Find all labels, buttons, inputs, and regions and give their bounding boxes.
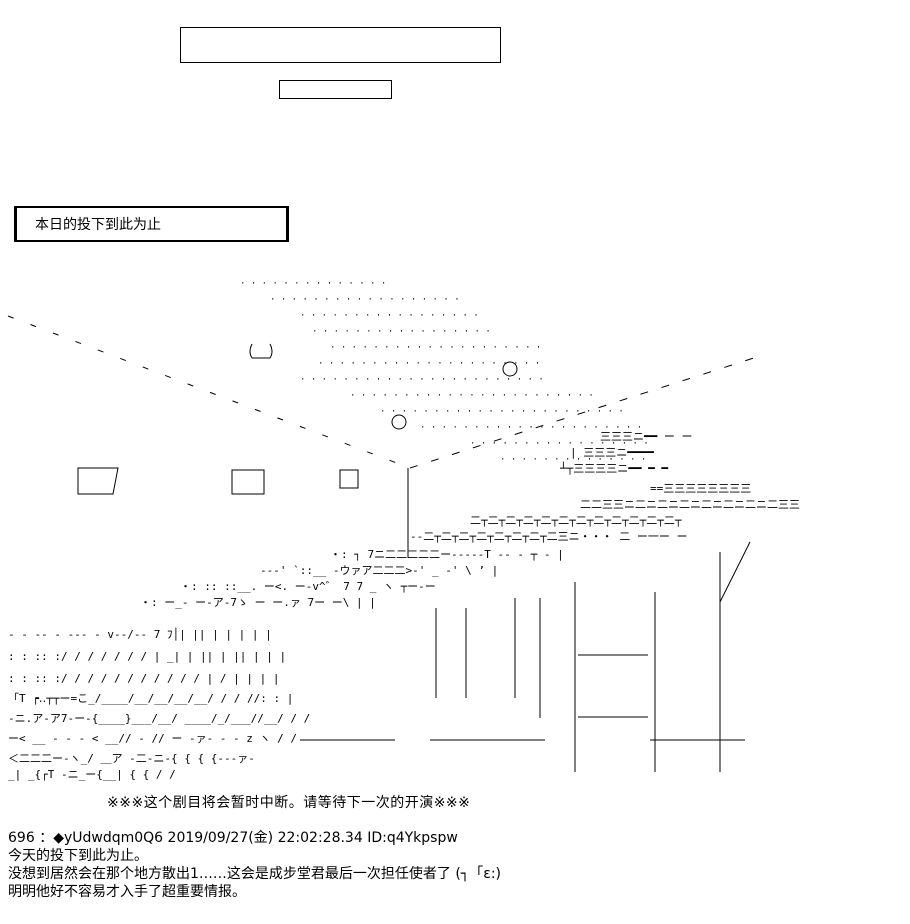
svg-text:‐‐‐' `::__ ‐ウァア二二二>‐' _ ‐': ‐‐‐' `::__ ‐ウァア二二二>‐' _ ‐' \ ’ | bbox=[260, 564, 498, 577]
svg-text:: : :: :/ / / / / / / /: : : :: :/ / / / / / / / / / / | / | | | … bbox=[8, 672, 280, 685]
post-separator: ： bbox=[39, 830, 54, 846]
svg-text:| 三三三ニ━━━━: | 三三三ニ━━━━ bbox=[570, 446, 654, 459]
svg-text:‐‐二┬二┬二┬二┬二┬二┬二┬二三ニ・・・ 二 ー一ー ー: ‐‐二┬二┬二┬二┬二┬二┬二┬二三ニ・・・ 二 ー一ー ー bbox=[410, 530, 687, 543]
forum-post: 696 ：◆yUdwdqm0Q6 2019/09/27(金) 22:02:28.… bbox=[8, 829, 501, 901]
svg-text:: : :: :/ / / / / / / |: : : :: :/ / / / / / / | _| | || | || | |… bbox=[8, 650, 286, 663]
post-body-line: 明明他好不容易才入手了超重要情报。 bbox=[8, 884, 246, 900]
svg-text:· · · · · · · · · · · · · · ·: · · · · · · · · · · · · · · · · · bbox=[470, 439, 649, 449]
svg-text:‐ ‐ ‐‐ ‐ ‐‐‐ ‐ v‐‐/‐‐ 7 ﾌ│|: ‐ ‐ ‐‐ ‐ ‐‐‐ ‐ v‐‐/‐‐ 7 ﾌ│| || | | | | | bbox=[8, 627, 272, 641]
svg-text:· · · · · · · · · · · · · · ·: · · · · · · · · · · · · · · · · · · · · … bbox=[420, 423, 642, 433]
caption-box: 本日的投下到此为止 bbox=[14, 206, 289, 242]
interruption-notice: ※※※这个剧目将会暂时中断。请等待下一次的开演※※※ bbox=[107, 795, 471, 811]
post-id: ID:q4Ykpspw bbox=[367, 830, 458, 846]
foreground-roofs: ‐ ‐ ‐‐ ‐ ‐‐‐ ‐ v‐‐/‐‐ 7 ﾌ│| || | | | | |… bbox=[8, 627, 310, 781]
svg-text:┴┬三三三三ニ━━ ━ ━: ┴┬三三三三ニ━━ ━ ━ bbox=[559, 461, 668, 475]
subtitle-frame bbox=[279, 80, 392, 99]
svg-text:「T ┍‥┬┬ー=こ_/____/__/__/__/__/: 「T ┍‥┬┬ー=こ_/____/__/__/__/__/ / / //: : … bbox=[8, 692, 293, 705]
svg-text:・: :: ::__. ー<. ー‐v^゛ 7 7: ・: :: ::__. ー<. ー‐v^゛ 7 7 _ ヽ ┬ー‐ー bbox=[180, 580, 436, 593]
post-body-line: 没想到居然会在那个地方散出1……这会是成步堂君最后一次担任使者了 (┐「ε:) bbox=[8, 866, 501, 882]
svg-text:· · · · · · · · · · · · · ·: · · · · · · · · · · · · · · · · · · · · … bbox=[380, 407, 624, 417]
svg-text:· · · · · · ·: · · · · · · · · · · · · · · bbox=[240, 279, 386, 289]
ascii-art-scene: · · · · · · · · · · · · · · · · · · · · … bbox=[7, 279, 800, 781]
svg-text:三三三ニ━━ ー ー: 三三三ニ━━ ー ー bbox=[600, 430, 693, 443]
post-number: 696 bbox=[8, 830, 35, 846]
moon-circles bbox=[249, 343, 518, 430]
distant-houses bbox=[77, 467, 409, 558]
village-structures bbox=[300, 541, 751, 772]
sky-dots: · · · · · · · · · · · · · · · · · · · · … bbox=[240, 279, 649, 465]
svg-text:二┬二┬二┬二┬二┬二┬二┬二┬二┬二┬二┬二┬: 二┬二┬二┬二┬二┬二┬二┬二┬二┬二┬二┬二┬ bbox=[470, 514, 682, 527]
svg-text:· · · · · · · · · · · ·: · · · · · · · · · · · · · · · · · · · · … bbox=[300, 375, 544, 385]
svg-text:· · · · · · · · · · · ·: · · · · · · · · · · · · · · · · · · · · … bbox=[350, 391, 594, 401]
svg-text:_| _{┌T ‐ニ_ー{__| { { /: _| _{┌T ‐ニ_ー{__| { { / / bbox=[8, 768, 176, 781]
svg-text:· · · · · · · · · ·: · · · · · · · · · · · · · · · · · bbox=[312, 327, 491, 337]
svg-text:· · · · · · · · · ·: · · · · · · · · · · · · · · · · · bbox=[300, 311, 479, 321]
title-frame bbox=[180, 27, 501, 63]
post-datetime: 2019/09/27(金) 22:02:28.34 bbox=[167, 830, 363, 846]
svg-text:・: ┐ 7ニ二二二二二ー‐-‐‐-T -- ‐ ┬ ‐: ・: ┐ 7ニ二二二二二ー‐-‐‐-T -- ‐ ┬ ‐ | bbox=[330, 548, 564, 561]
svg-text:· · · · · · · · · · ·: · · · · · · · · · · · · · · · · · · · · bbox=[330, 343, 541, 353]
svg-text:‐ニ.ア‐ア7‐ー‐{____}___/__/ ____/: ‐ニ.ア‐ア7‐ー‐{____}___/__/ ____/_/___//__/ … bbox=[8, 712, 310, 725]
svg-text:ー< __ ‐ ‐ ‐ < __// ‐ // ー ‐: ー< __ ‐ ‐ ‐ < __// ‐ // ー ‐ァ‐ ‐ ‐ z ヽ / … bbox=[8, 732, 297, 745]
svg-text:· · · · · · · · ·: · · · · · · · · · · · · · · · · · · bbox=[270, 295, 460, 305]
post-author[interactable]: ◆yUdwdqm0Q6 bbox=[53, 830, 164, 846]
post-body-line: 今天的投下到此为止。 bbox=[8, 848, 148, 864]
svg-text:＜二二二ー‐ヽ_/ ＿ア ‐二‐ニ‐{ { {: ＜二二二ー‐ヽ_/ ＿ア ‐二‐ニ‐{ { { {‐‐‐ァ‐ bbox=[8, 752, 255, 765]
post-header: 696 ：◆yUdwdqm0Q6 2019/09/27(金) 22:02:28.… bbox=[8, 829, 501, 847]
caption-text: 本日的投下到此为止 bbox=[35, 217, 161, 233]
castle-roofs: 三三三ニ━━ ー ー | 三三三ニ━━━━ ┴┬三三三三ニ━━ ━ ━ ==三三… bbox=[140, 430, 800, 609]
svg-text:· · · · · · · · · · · ·: · · · · · · · · · · · · · · · · · · · · … bbox=[318, 359, 540, 369]
svg-text:二二三三ニ二ニ二ニ二ニ二ニ二ニ二ニ二三三: 二二三三ニ二ニ二ニ二ニ二ニ二ニ二ニ二三三 bbox=[580, 498, 800, 511]
svg-text:・: ー_‐ ー‐ア‐7ゝ ー ー.ァ 7ー ー\: ・: ー_‐ ー‐ア‐7ゝ ー ー.ァ 7ー ー\ | | bbox=[140, 596, 376, 609]
svg-text:==三三三三三三三三: ==三三三三三三三三 bbox=[650, 482, 751, 495]
svg-text:· · · · · · · · · · · · · ·: · · · · · · · · · · · · · · bbox=[500, 455, 646, 465]
ridge-lines bbox=[7, 315, 761, 469]
